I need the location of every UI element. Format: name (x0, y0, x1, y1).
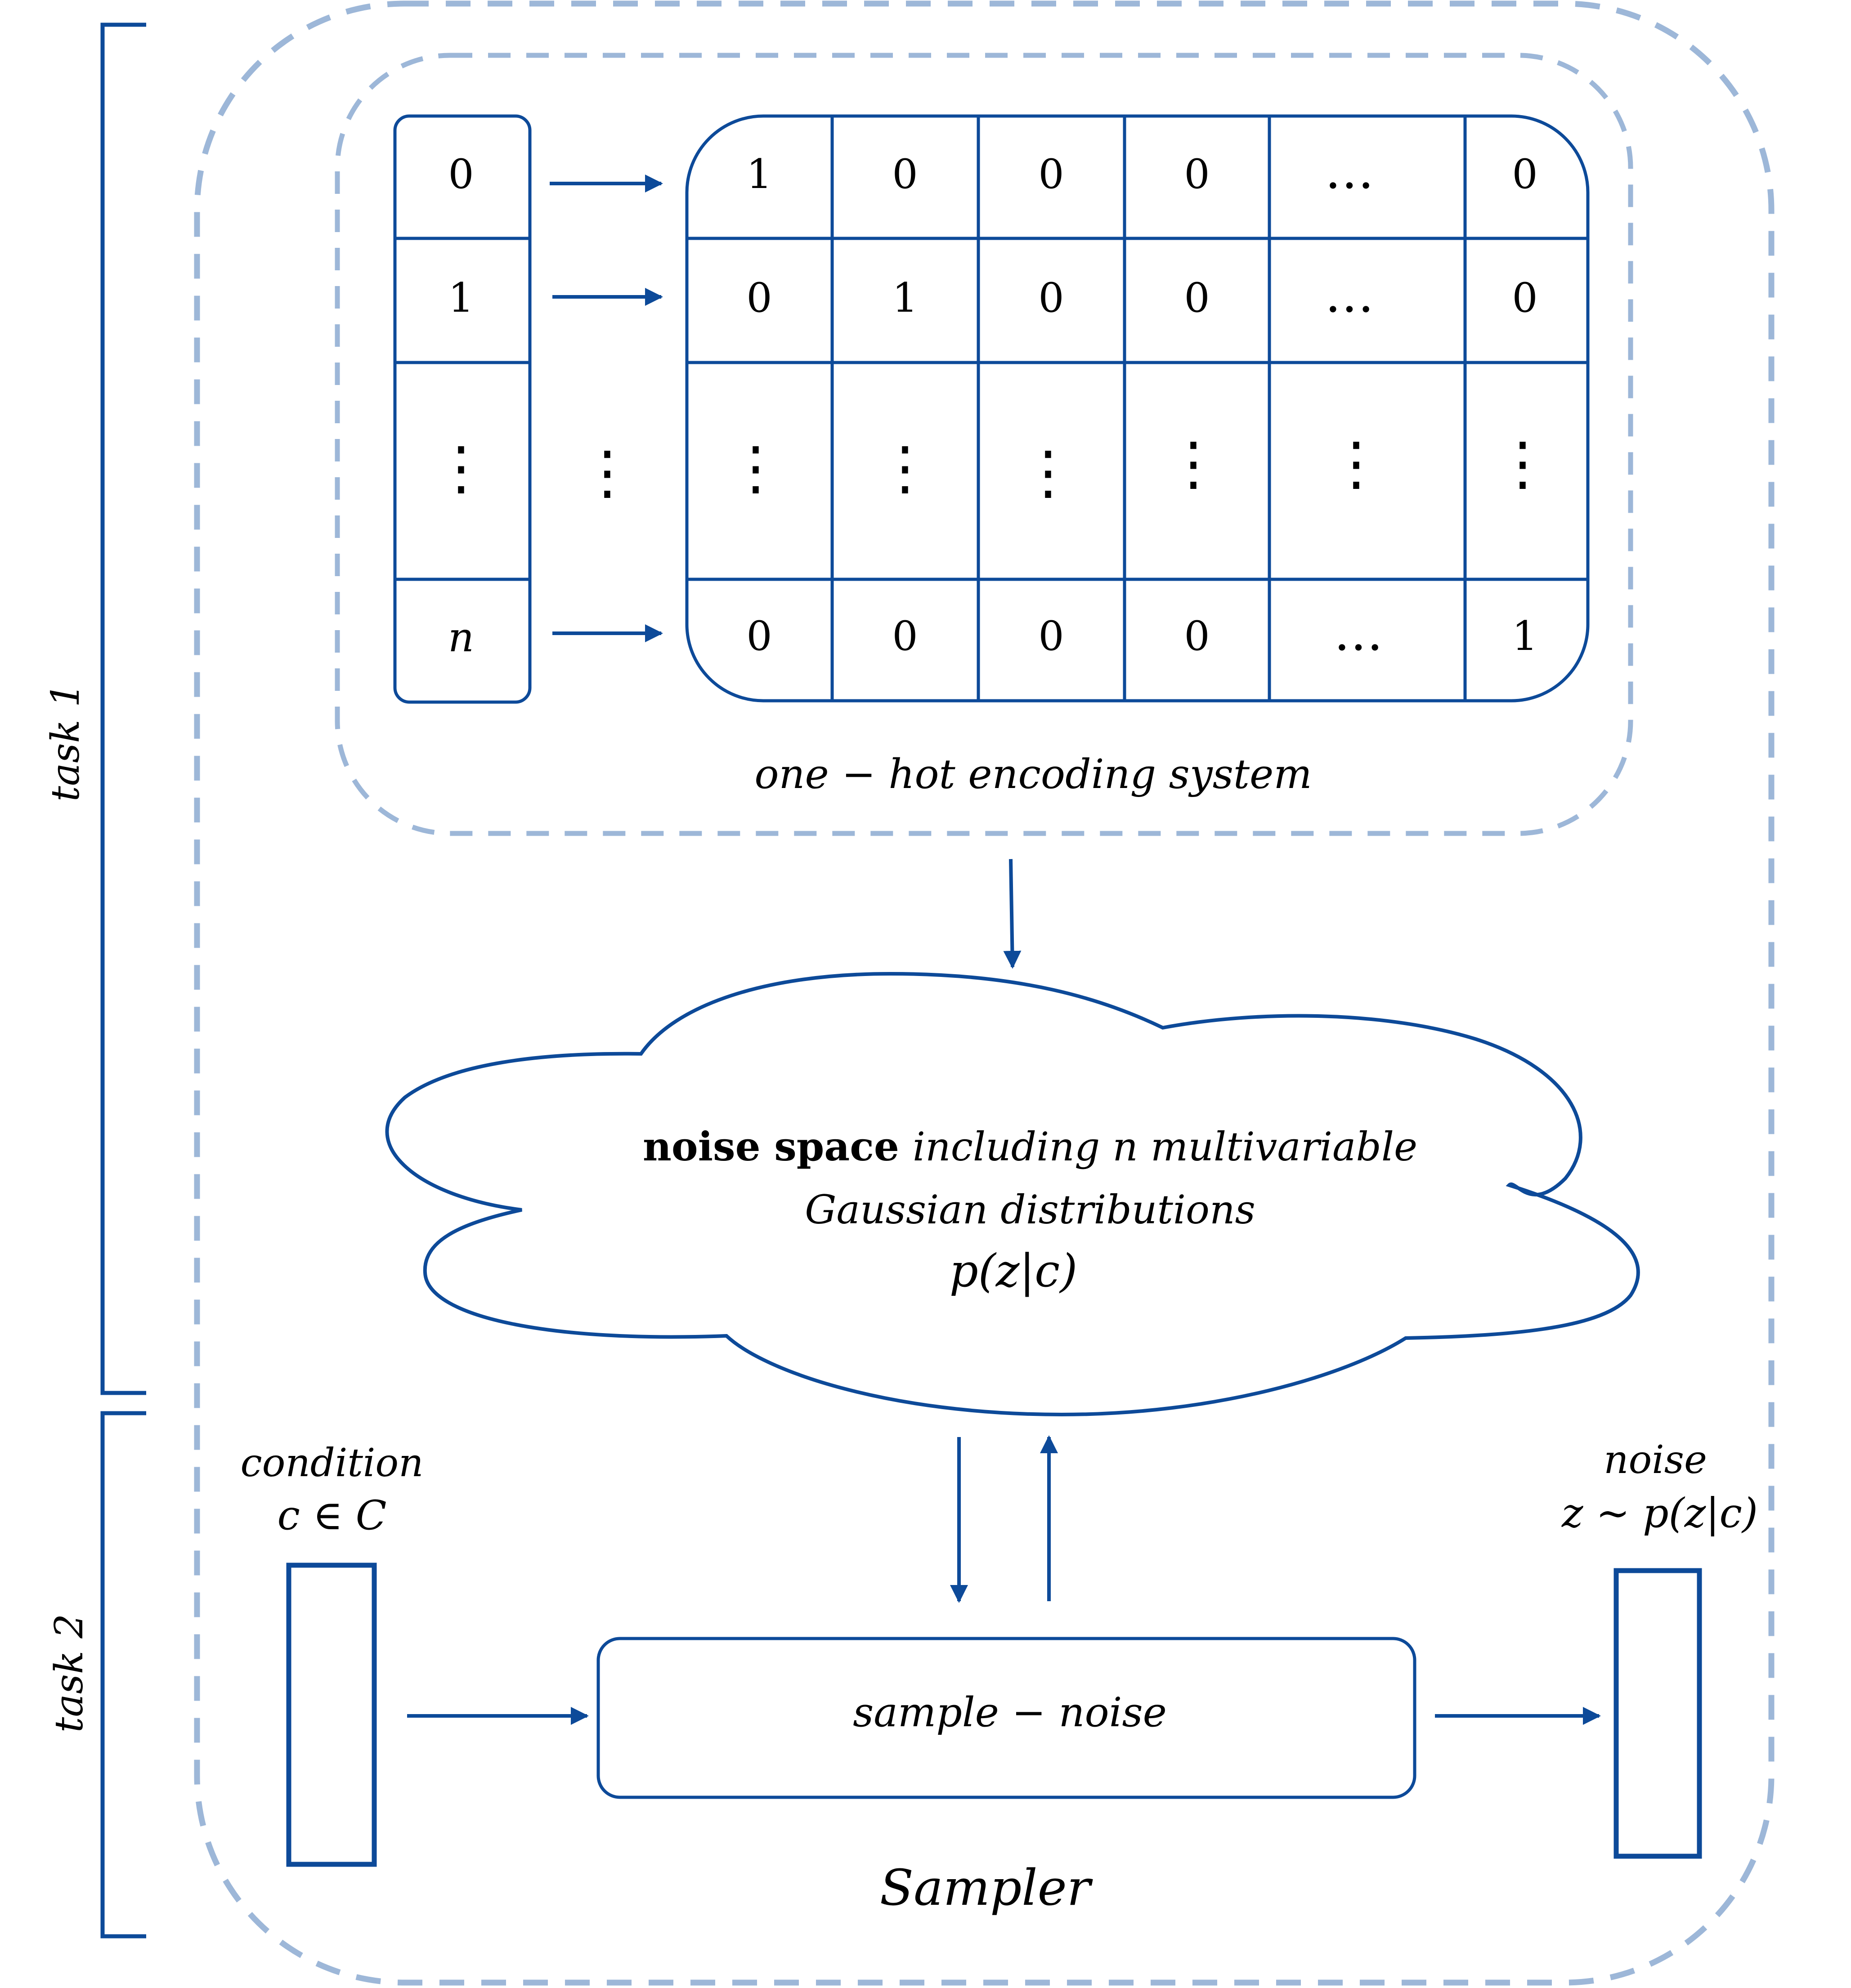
task2-label: task 2 (47, 1614, 92, 1733)
condition-formula: c ∈ C (277, 1492, 386, 1539)
matrix-cell: 0 (1184, 274, 1210, 322)
encoding-to-cloud-arrow (1003, 859, 1022, 969)
condition-vector (286, 1563, 377, 1867)
task1-bracket (100, 22, 146, 1395)
sampler-container (194, 0, 1775, 1986)
matrix-cell: ⋮ (1019, 438, 1077, 506)
matrix-cell: 0 (1038, 613, 1064, 660)
noise-vector (1613, 1568, 1702, 1859)
matrix-cell: ⋮ (1164, 429, 1223, 497)
input-cell: ⋮ (432, 434, 490, 502)
cloud-line-1: noise space including n multivariable (643, 1123, 1417, 1170)
sample-noise-label: sample − noise (853, 1689, 1167, 1736)
cloud-line-2: Gaussian distributions (805, 1187, 1255, 1233)
matrix-cell: ⋮ (1493, 429, 1552, 497)
matrix-cell: … (1325, 142, 1374, 200)
matrix-cell: 0 (1512, 151, 1537, 198)
one-hot-matrix: 1 0 0 0 … 0 0 1 0 0 … 0 ⋮ ⋮ ⋮ ⋮ ⋮ ⋮ 0 0 … (685, 114, 1590, 703)
matrix-cell: 0 (746, 613, 772, 660)
matrix-cell: 0 (892, 151, 918, 198)
condition-label: condition (240, 1441, 423, 1486)
matrix-cell: 1 (892, 274, 918, 322)
cloud-bold-term: noise space (643, 1123, 899, 1170)
input-column-frame (393, 114, 532, 704)
task1-label: task 1 (43, 683, 88, 801)
matrix-cell: … (1325, 266, 1374, 323)
matrix-cell: 1 (746, 151, 772, 198)
matrix-cell: ⋮ (1327, 429, 1385, 497)
noise-formula: z ∼ p(z|c) (1561, 1490, 1758, 1537)
matrix-cell: … (1334, 604, 1383, 662)
matrix-cell: 1 (1512, 613, 1537, 660)
input-cell: n (448, 614, 474, 661)
sampler-title: Sampler (880, 1859, 1094, 1916)
matrix-cell: 0 (746, 274, 772, 322)
matrix-cell: 0 (1038, 274, 1064, 322)
matrix-cell: 0 (1512, 274, 1537, 322)
input-cell: 1 (448, 274, 474, 322)
cloud-formula: p(z|c) (950, 1245, 1077, 1297)
sample-noise-box (596, 1637, 1416, 1799)
matrix-cell: ⋮ (726, 434, 785, 502)
matrix-cell: 0 (1184, 151, 1210, 198)
noise-label: noise (1604, 1437, 1707, 1482)
matrix-cell: 0 (1184, 613, 1210, 660)
matrix-cell: 0 (892, 613, 918, 660)
input-cell: 0 (448, 151, 474, 198)
input-column: 0 1 ⋮ n (393, 114, 532, 704)
between-dots: ⋮ (578, 438, 636, 506)
noise-space-cloud (385, 972, 1640, 1417)
matrix-cell: 0 (1038, 151, 1064, 198)
task2-bracket (100, 1411, 146, 1939)
encoding-caption: one − hot encoding system (754, 751, 1312, 798)
one-hot-container (335, 53, 1633, 836)
matrix-cell: ⋮ (876, 434, 934, 502)
matrix-frame (685, 114, 1590, 703)
cloud-line-1-rest: including n multivariable (913, 1124, 1417, 1170)
